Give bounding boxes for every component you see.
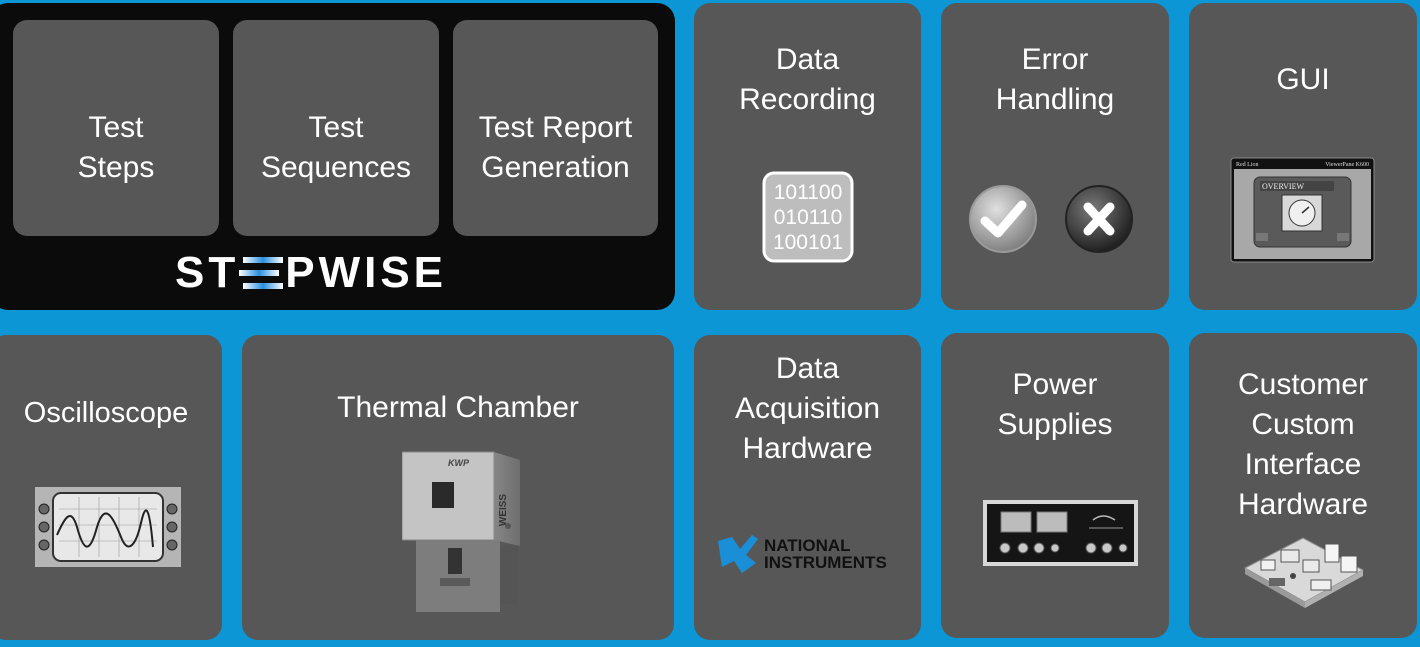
error-handling-title: Error Handling bbox=[995, 43, 1115, 116]
gui-title: GUI bbox=[1276, 63, 1330, 96]
logo-e-mark-icon bbox=[239, 255, 285, 291]
stepwise-framework-panel: Test Steps Test Sequences Test Report Ge… bbox=[0, 3, 675, 310]
test-steps-label: Test Steps bbox=[77, 111, 155, 184]
ni-logo-line1: NATIONAL bbox=[764, 536, 851, 555]
oscilloscope-icon bbox=[35, 487, 181, 567]
ni-logo-line2: INSTRUMENTS bbox=[764, 553, 887, 572]
thermal-chamber-tile: Thermal Chamber KWP WEISS bbox=[242, 335, 674, 640]
oscilloscope-tile: Oscilloscope bbox=[0, 335, 222, 640]
binary-line-3: 100101 bbox=[773, 231, 843, 254]
panel-screen-label: OVERVIEW bbox=[1262, 182, 1304, 191]
circuit-board-icon bbox=[1241, 530, 1366, 612]
customer-hardware-title: Customer Custom Interface Hardware bbox=[1237, 368, 1369, 521]
thermal-chamber-icon: KWP WEISS bbox=[401, 450, 522, 615]
data-recording-tile: Data Recording 101100 010110 100101 bbox=[694, 3, 921, 310]
data-acquisition-tile: Data Acquisition Hardware NATIONAL INSTR… bbox=[694, 335, 921, 640]
logo-text-left: ST bbox=[175, 248, 240, 297]
check-icon bbox=[967, 183, 1039, 255]
cross-icon bbox=[1063, 183, 1135, 255]
logo-text-right: PWISE bbox=[285, 248, 448, 297]
oscilloscope-title: Oscilloscope bbox=[23, 397, 189, 429]
panel-brand: Red Lion bbox=[1236, 162, 1259, 168]
data-recording-title: Data Recording bbox=[739, 43, 876, 116]
hmi-panel-icon: Red Lion ViewerPane K600 OVERVIEW bbox=[1230, 157, 1375, 263]
binary-data-icon: 101100 010110 100101 bbox=[762, 171, 854, 263]
national-instruments-logo: NATIONAL INSTRUMENTS bbox=[718, 533, 900, 575]
test-sequences-label: Test Sequences bbox=[260, 111, 412, 184]
data-acquisition-title: Data Acquisition Hardware bbox=[734, 352, 881, 465]
test-steps-tile: Test Steps bbox=[13, 20, 219, 236]
stepwise-logo: ST PWISE bbox=[175, 251, 495, 295]
chamber-brand-side: WEISS bbox=[498, 494, 509, 527]
customer-hardware-tile: Customer Custom Interface Hardware bbox=[1189, 333, 1417, 638]
binary-line-2: 010110 bbox=[774, 206, 843, 229]
power-supplies-tile: Power Supplies bbox=[941, 333, 1169, 638]
test-sequences-tile: Test Sequences bbox=[233, 20, 439, 236]
error-handling-tile: Error Handling bbox=[941, 3, 1169, 310]
test-report-tile: Test Report Generation bbox=[453, 20, 658, 236]
chamber-brand-top: KWP bbox=[448, 458, 470, 468]
gui-tile: GUI Red Lion ViewerPane K600 OVERVIEW bbox=[1189, 3, 1417, 310]
binary-line-1: 101100 bbox=[774, 181, 843, 204]
power-supplies-title: Power Supplies bbox=[997, 368, 1113, 441]
power-supply-icon bbox=[983, 500, 1138, 566]
test-report-label: Test Report Generation bbox=[478, 111, 633, 184]
thermal-chamber-title: Thermal Chamber bbox=[337, 391, 579, 424]
panel-model: ViewerPane K600 bbox=[1325, 162, 1369, 168]
